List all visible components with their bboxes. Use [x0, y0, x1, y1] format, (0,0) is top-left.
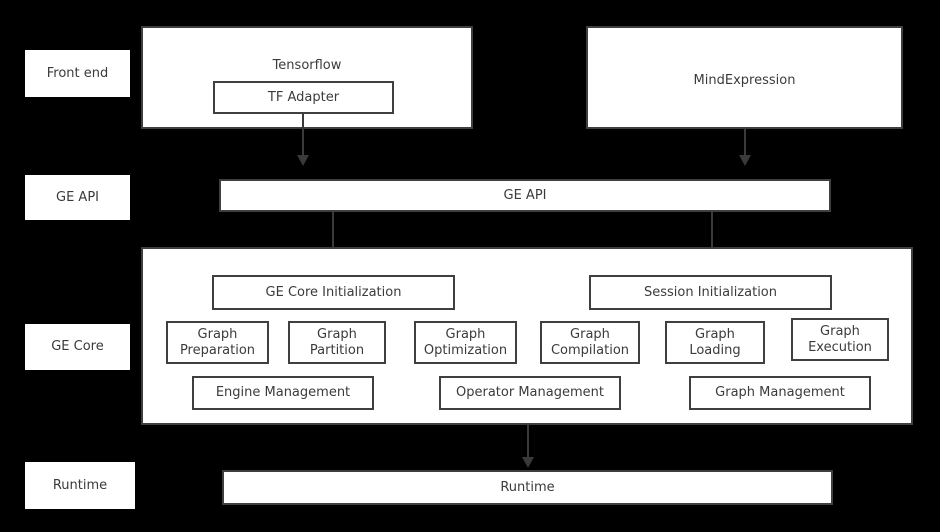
graph-preparation-box[interactable]: Graph Preparation — [166, 321, 269, 364]
graph-compilation-box[interactable]: Graph Compilation — [540, 321, 640, 364]
row-label-runtime: Runtime — [25, 462, 135, 509]
connector-tf-adapter-to-ge-api — [302, 114, 304, 160]
row-label-front-end: Front end — [25, 50, 130, 97]
runtime-bar[interactable]: Runtime — [222, 470, 833, 505]
mindexpression-title: MindExpression — [693, 73, 796, 88]
arrowhead-tf-adapter-to-ge-api — [297, 155, 309, 166]
graph-optimization-box[interactable]: Graph Optimization — [414, 321, 517, 364]
operator-management-box[interactable]: Operator Management — [439, 376, 621, 410]
ge-api-bar[interactable]: GE API — [219, 179, 831, 212]
ge-core-initialization-box[interactable]: GE Core Initialization — [212, 275, 455, 310]
mindexpression-panel[interactable]: MindExpression — [586, 26, 903, 129]
graph-management-box[interactable]: Graph Management — [689, 376, 871, 410]
arrowhead-ge-core-to-runtime — [522, 457, 534, 468]
row-label-ge-core: GE Core — [25, 324, 130, 370]
engine-management-box[interactable]: Engine Management — [192, 376, 374, 410]
row-label-ge-api: GE API — [25, 175, 130, 220]
graph-execution-box[interactable]: Graph Execution — [791, 318, 889, 361]
connector-mindexpression-to-ge-api — [744, 129, 746, 160]
connector-ge-api-to-ge-core-init — [332, 212, 334, 269]
connector-ge-api-to-session-init — [711, 212, 713, 269]
connector-ge-core-to-runtime — [527, 425, 529, 461]
arrowhead-mindexpression-to-ge-api — [739, 155, 751, 166]
tensorflow-title: Tensorflow — [272, 58, 342, 73]
graph-loading-box[interactable]: Graph Loading — [665, 321, 765, 364]
graph-partition-box[interactable]: Graph Partition — [288, 321, 386, 364]
tf-adapter-box[interactable]: TF Adapter — [213, 81, 394, 114]
session-initialization-box[interactable]: Session Initialization — [589, 275, 832, 310]
